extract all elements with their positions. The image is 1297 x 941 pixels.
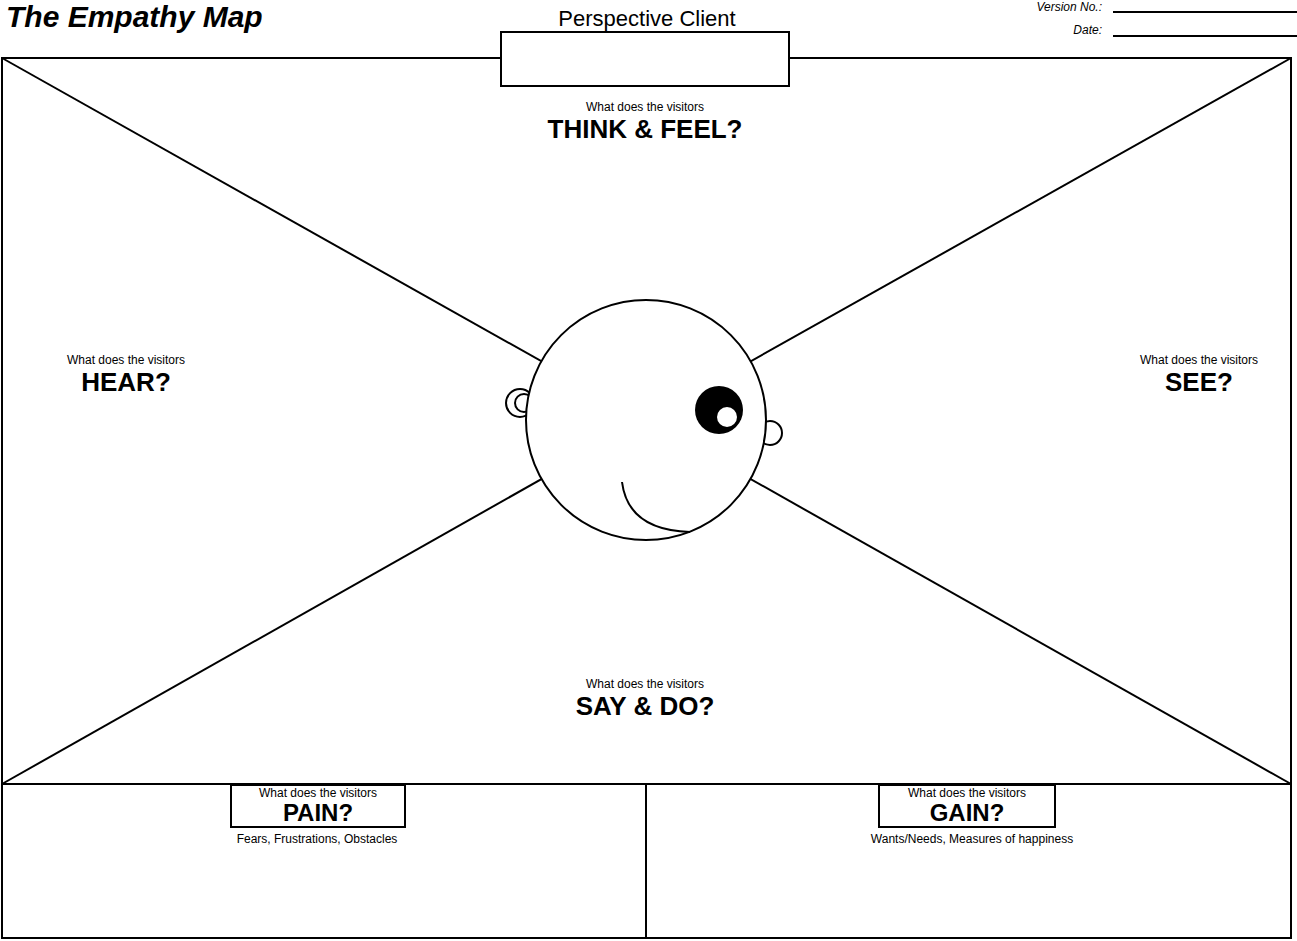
outer-frame <box>2 58 1291 938</box>
perspective-box: Perspective Client <box>500 31 790 87</box>
label-box: What does the visitorsGAIN? <box>878 784 1056 828</box>
quadrant: What does the visitorsSEE? <box>1140 353 1258 397</box>
form-field-label: Date: <box>1073 23 1102 37</box>
version-underline <box>1113 11 1297 13</box>
divider-line <box>645 784 647 938</box>
smile <box>622 482 690 532</box>
section-title: GAIN? <box>888 800 1046 826</box>
quadrant: What does the visitorsSAY & DO? <box>576 677 715 721</box>
prompt-text: What does the visitors <box>67 353 185 367</box>
prompt-text: What does the visitors <box>240 786 396 800</box>
prompt-text: What does the visitors <box>548 100 743 114</box>
pain-gain-cell: What does the visitorsGAIN? Wants/Needs, … <box>646 784 1291 938</box>
date-underline <box>1113 35 1297 37</box>
section-title: HEAR? <box>67 367 185 397</box>
pain-gain-cell: What does the visitorsPAIN? Fears, Frustr… <box>2 784 646 938</box>
label-box: What does the visitorsPAIN? <box>230 784 406 828</box>
prompt-text: What does the visitors <box>888 786 1046 800</box>
section-title: SAY & DO? <box>576 691 715 721</box>
eye <box>695 386 743 434</box>
prompt-text: What does the visitors <box>1140 353 1258 367</box>
map-title: The Empathy Map <box>6 0 263 34</box>
cell-hint: Fears, Frustrations, Obstacles <box>117 832 517 846</box>
quadrant: What does the visitorsTHINK & FEEL? <box>548 100 743 144</box>
head <box>526 300 766 540</box>
section-title: PAIN? <box>240 800 396 826</box>
section-title: THINK & FEEL? <box>548 114 743 144</box>
form-field-label: Version No.: <box>1036 0 1102 14</box>
prompt-text: What does the visitors <box>576 677 715 691</box>
section-title: SEE? <box>1140 367 1258 397</box>
perspective-heading: Perspective Client <box>462 6 832 32</box>
cell-hint: Wants/Needs, Measures of happiness <box>772 832 1172 846</box>
eye-highlight <box>717 407 737 427</box>
quadrant: What does the visitorsHEAR? <box>67 353 185 397</box>
